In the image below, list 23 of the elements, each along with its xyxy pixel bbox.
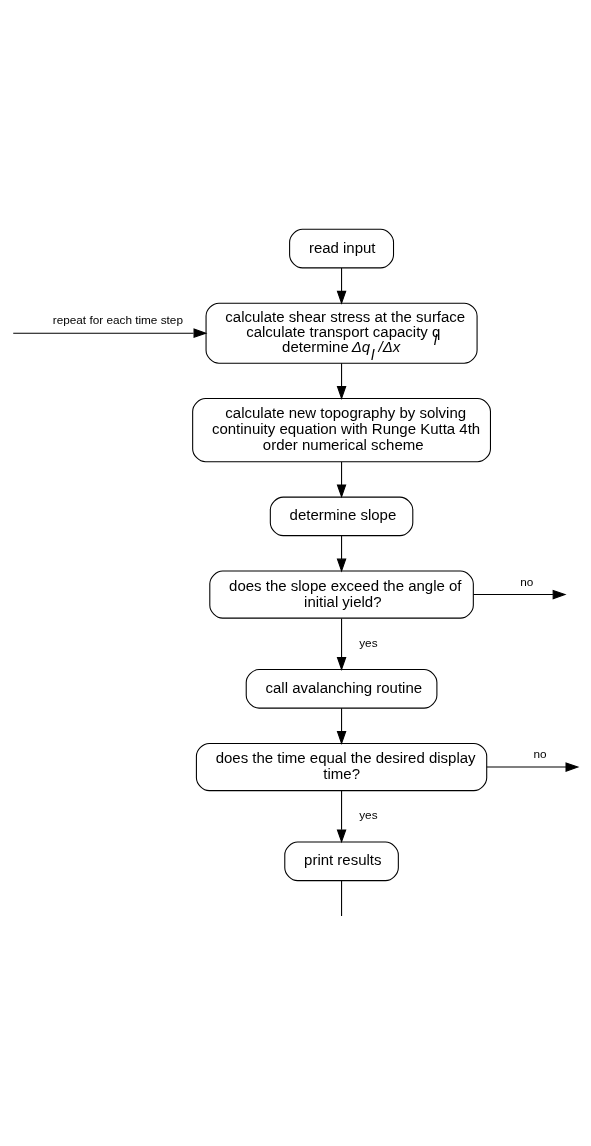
edge-label: no (533, 747, 547, 761)
connector (341, 880, 343, 917)
node-box: calculate new topography by solving continuity equation with Runge Kutta 4th order numerical scheme (192, 398, 491, 463)
arrow (336, 617, 347, 671)
node-box: read input (289, 228, 395, 269)
arrow (12, 328, 208, 339)
node-box: print results (284, 841, 399, 882)
arrow (336, 362, 347, 400)
arrow (336, 790, 347, 844)
edge-label: yes (359, 808, 378, 822)
arrow (336, 707, 347, 745)
arrow (336, 267, 347, 305)
node-box: call avalanching routine (245, 669, 438, 709)
node-box: determine slope (269, 496, 414, 537)
edge-label: repeat for each time step (52, 313, 183, 327)
edge-label: yes (359, 635, 378, 649)
arrow (336, 535, 347, 573)
arrow (486, 762, 580, 772)
node-box: does the slope exceed the angle of initial yield? (209, 570, 474, 619)
arrow (472, 589, 567, 600)
node-box: does the time equal the desired display time? (195, 742, 488, 792)
edge-label: no (520, 574, 534, 588)
arrow (336, 461, 347, 499)
